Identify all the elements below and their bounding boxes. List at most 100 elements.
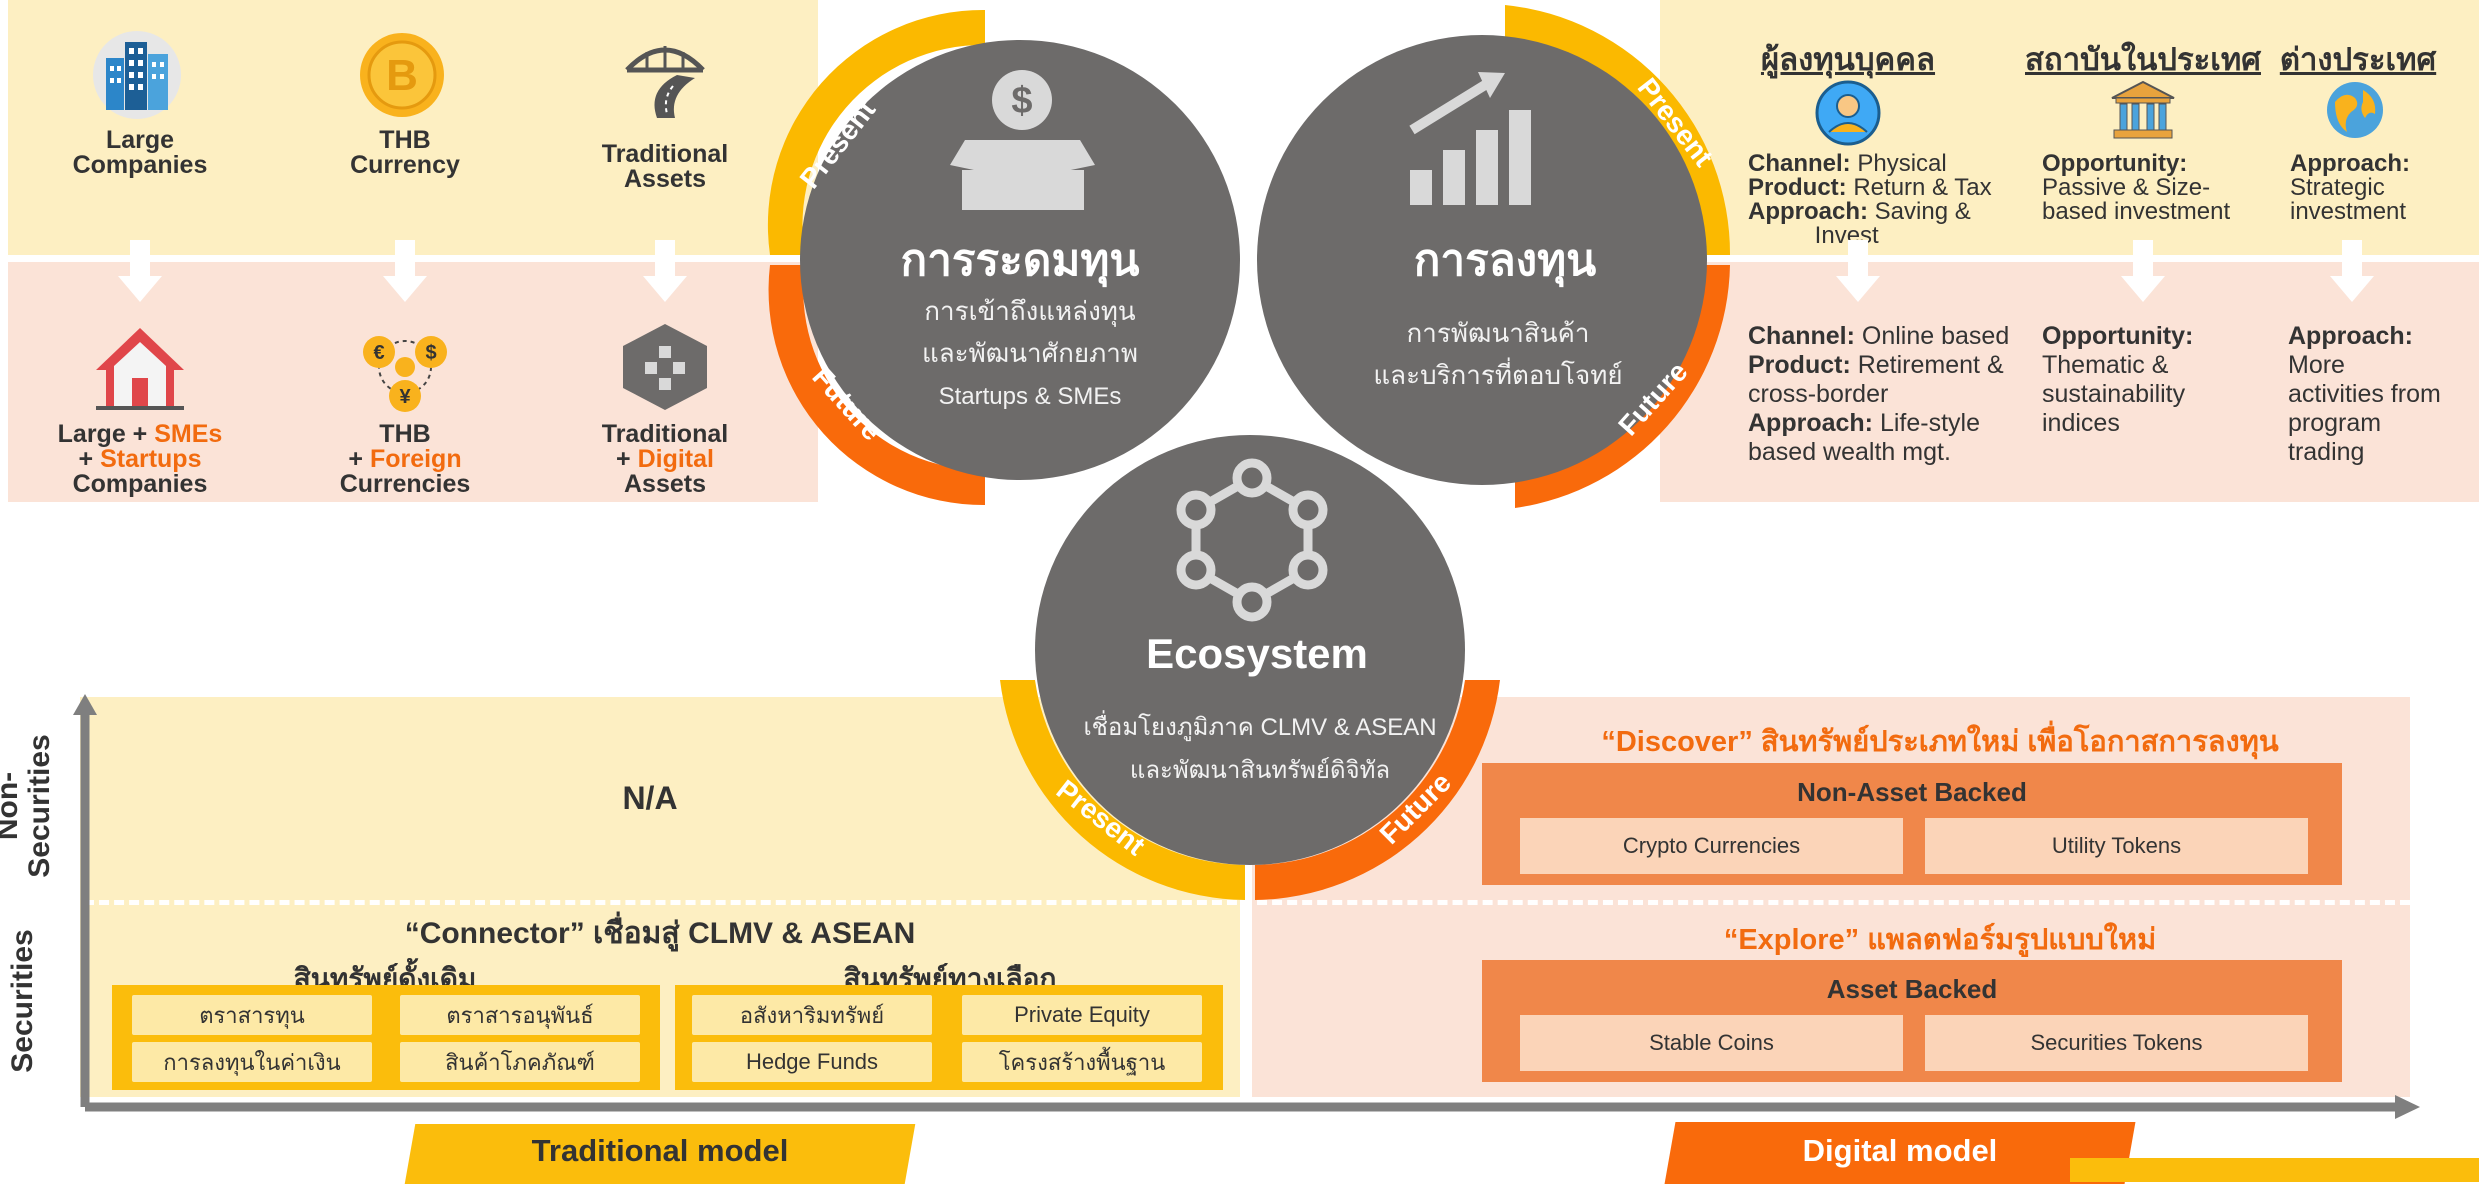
y-axis-label-non-securities: Non- Securities bbox=[0, 734, 56, 878]
svg-text:€: € bbox=[373, 342, 384, 364]
down-arrow-icon bbox=[118, 240, 162, 302]
down-arrow-icon bbox=[643, 240, 687, 302]
top-item-label: Large Companies bbox=[72, 126, 208, 179]
down-arrow-icon bbox=[1836, 240, 1880, 302]
ecosystem-title: Ecosystem bbox=[1146, 630, 1368, 677]
svg-text:$: $ bbox=[1011, 80, 1032, 122]
bottom-item-label-part: + bbox=[78, 445, 94, 473]
traditional-model-label: Traditional model bbox=[531, 1133, 789, 1168]
investor-text-line: Thematic & bbox=[2042, 351, 2342, 380]
investor-text-key: Product: bbox=[1748, 174, 1847, 201]
investor-text-line: investment bbox=[2290, 200, 2479, 224]
securities-divider bbox=[84, 900, 2410, 905]
currencies-icon: €$¥ bbox=[357, 322, 453, 412]
person-icon bbox=[1815, 80, 1881, 146]
ecosystem-line2: และพัฒนาสินทรัพย์ดิจิทัล bbox=[1130, 756, 1390, 784]
digital-model-label: Digital model bbox=[1802, 1133, 1998, 1168]
investor-text-value: Passive & Size- bbox=[2042, 174, 2211, 201]
investor-text-line: program bbox=[2288, 409, 2479, 438]
bottom-item-label-part: Assets bbox=[624, 470, 706, 498]
bottom-item-label: THB + Foreign Currencies bbox=[285, 420, 525, 499]
investor-text-line: Approach: bbox=[2288, 322, 2479, 351]
stable-coins-cell: Stable Coins bbox=[1520, 1015, 1903, 1071]
investment-title: การลงทุน bbox=[1414, 236, 1597, 288]
bottom-item-label-part: THB bbox=[379, 420, 431, 448]
investor-text-line: Invest bbox=[1748, 224, 2038, 248]
investor-text-line: Product: Retirement & bbox=[1748, 351, 2048, 380]
svg-text:¥: ¥ bbox=[399, 386, 411, 408]
ecosystem-circle-bg bbox=[1035, 435, 1465, 865]
investor-column-header: ผู้ลงทุนบุคคล bbox=[1760, 42, 1936, 77]
bottom-item-label-part: + bbox=[348, 445, 363, 473]
house-icon bbox=[92, 322, 188, 412]
fundraising-circle-bg bbox=[800, 40, 1240, 480]
investment-circle-bg bbox=[1257, 35, 1707, 485]
asset-cell-hedge-funds: Hedge Funds bbox=[692, 1042, 932, 1082]
investor-text-value: trading bbox=[2288, 438, 2365, 466]
non-asset-backed-title: Non-Asset Backed bbox=[1797, 777, 2027, 807]
investor-text-key: Approach: bbox=[1748, 409, 1873, 437]
investor-text-value: investment bbox=[2290, 198, 2407, 225]
ecosystem-line1: เชื่อมโยงภูมิภาค CLMV & ASEAN bbox=[1083, 710, 1436, 742]
asset-cell-fx: การลงทุนในค่าเงิน bbox=[132, 1042, 372, 1082]
investor-text-line: Approach: Saving & bbox=[1748, 200, 2038, 224]
fundraising-line3: Startups & SMEs bbox=[939, 383, 1122, 410]
investor-text-value: Retirement & bbox=[1850, 351, 2004, 379]
investor-text-value: Strategic bbox=[2290, 174, 2385, 201]
bottom-item-label: Traditional + Digital Assets bbox=[545, 420, 785, 499]
investor-text-line: Passive & Size- bbox=[2042, 176, 2332, 200]
investor-text-value: Online based bbox=[1854, 322, 2010, 350]
investor-text-value: cross-border bbox=[1748, 380, 1889, 408]
investment-line2: และบริการที่ตอบโจทย์ bbox=[1373, 357, 1622, 390]
investor-text-key: Product: bbox=[1748, 351, 1851, 379]
institution-icon bbox=[2110, 80, 2176, 146]
bitcoin-coin-icon: B bbox=[357, 30, 453, 120]
investor-text-key: Channel: bbox=[1748, 150, 1851, 177]
investment-circle: การลงทุน การพัฒนาสินค้า และบริการที่ตอบโ… bbox=[1257, 5, 1731, 508]
investor-column-header: สถาบันในประเทศ bbox=[2025, 42, 2261, 77]
investment-present-arc bbox=[1505, 5, 1731, 255]
road-bridge-icon bbox=[617, 30, 713, 120]
bottom-item-label-part: SMEs bbox=[154, 420, 223, 448]
investor-text-line: cross-border bbox=[1748, 380, 2048, 409]
investor-text-key: Approach: bbox=[2288, 322, 2413, 350]
investor-text-line: sustainability bbox=[2042, 380, 2342, 409]
investor-text-value: based wealth mgt. bbox=[1748, 438, 1951, 466]
down-arrow-icon bbox=[383, 240, 427, 302]
asset-cell-private-equity: Private Equity bbox=[962, 995, 1202, 1035]
bottom-item-label-part: Startups bbox=[100, 445, 202, 473]
investor-text-line: trading bbox=[2288, 438, 2479, 467]
building-icon bbox=[92, 30, 188, 120]
investor-text-value: indices bbox=[2042, 409, 2120, 437]
investor-text-value: program bbox=[2288, 409, 2382, 437]
investor-text-line: Strategic bbox=[2290, 176, 2479, 200]
down-arrow-icon bbox=[2121, 240, 2165, 302]
investor-text-key: Approach: bbox=[2290, 150, 2410, 177]
investor-text-value: Thematic & bbox=[2042, 351, 2169, 379]
investor-column-header: ต่างประเทศ bbox=[2279, 42, 2437, 77]
top-item-label: THB Currency bbox=[350, 126, 460, 179]
fundraising-present-arc bbox=[767, 9, 985, 256]
bottom-item-label-part: Foreign bbox=[369, 445, 462, 473]
blockchain-icon bbox=[617, 322, 713, 412]
ecosystem-circle: Ecosystem เชื่อมโยงภูมิภาค CLMV & ASEAN … bbox=[1000, 435, 1500, 900]
fundraising-line2: และพัฒนาศักยภาพ bbox=[922, 338, 1138, 368]
investor-text-line: Approach: bbox=[2290, 152, 2479, 176]
investor-text-line: Channel: Physical bbox=[1748, 152, 2038, 176]
y-axis-label-securities: Securities bbox=[6, 929, 39, 1073]
network-hexagon-icon bbox=[1176, 458, 1328, 622]
bottom-item-label-part: Currencies bbox=[339, 470, 471, 498]
investor-text-line: Opportunity: bbox=[2042, 322, 2342, 351]
money-box-icon: $ bbox=[950, 70, 1095, 210]
bottom-item-label-part: Traditional bbox=[601, 420, 729, 448]
investor-text-line: activities from bbox=[2288, 380, 2479, 409]
bottom-item-label-part: + bbox=[616, 445, 631, 473]
na-label: N/A bbox=[622, 780, 678, 816]
investor-text-value: More bbox=[2288, 351, 2345, 379]
corner-accent bbox=[2070, 1158, 2479, 1182]
investor-text-value: Physical bbox=[1850, 150, 1947, 177]
bottom-item-label: Large + SMEs + Startups Companies bbox=[20, 420, 260, 499]
